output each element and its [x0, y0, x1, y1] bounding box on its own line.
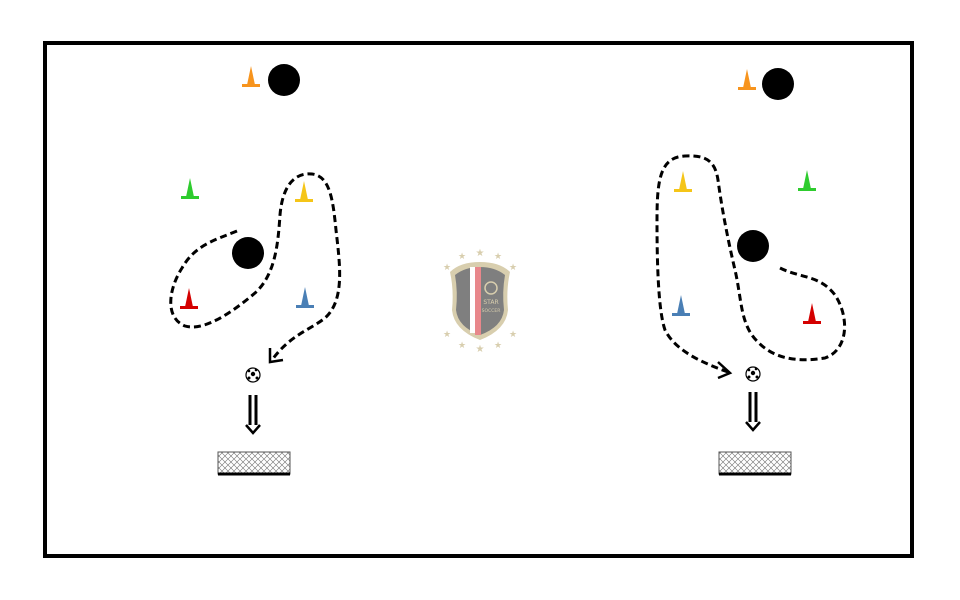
dribble-path	[655, 154, 847, 374]
svg-text:★: ★	[458, 341, 466, 351]
svg-text:★: ★	[443, 330, 451, 340]
svg-text:★: ★	[494, 252, 502, 262]
dribble-path	[169, 172, 342, 361]
svg-text:SOCCER: SOCCER	[482, 308, 501, 314]
goal	[217, 451, 291, 475]
svg-text:★: ★	[443, 263, 451, 273]
svg-text:★: ★	[509, 330, 517, 340]
svg-text:★: ★	[458, 252, 466, 262]
soccer-ball-icon	[745, 366, 761, 382]
left-drill	[169, 64, 342, 476]
player	[737, 230, 769, 262]
goal	[718, 451, 792, 475]
svg-text:STAR: STAR	[483, 299, 498, 306]
player	[268, 64, 300, 96]
soccer-ball-icon	[245, 367, 261, 383]
player	[232, 237, 264, 269]
right-drill	[655, 68, 847, 476]
svg-text:★: ★	[509, 263, 517, 273]
svg-text:★: ★	[476, 344, 485, 355]
svg-text:★: ★	[476, 248, 485, 259]
arrow-head-icon	[717, 361, 733, 380]
player	[762, 68, 794, 100]
stars-icon: ★ ★ ★ ★ ★ ★ ★ ★ ★ ★	[443, 248, 517, 355]
svg-text:★: ★	[494, 341, 502, 351]
club-logo: ★ ★ ★ ★ ★ ★ ★ ★ ★ ★ STAR SOCCER	[443, 248, 517, 355]
arrow-head-icon	[268, 348, 284, 364]
